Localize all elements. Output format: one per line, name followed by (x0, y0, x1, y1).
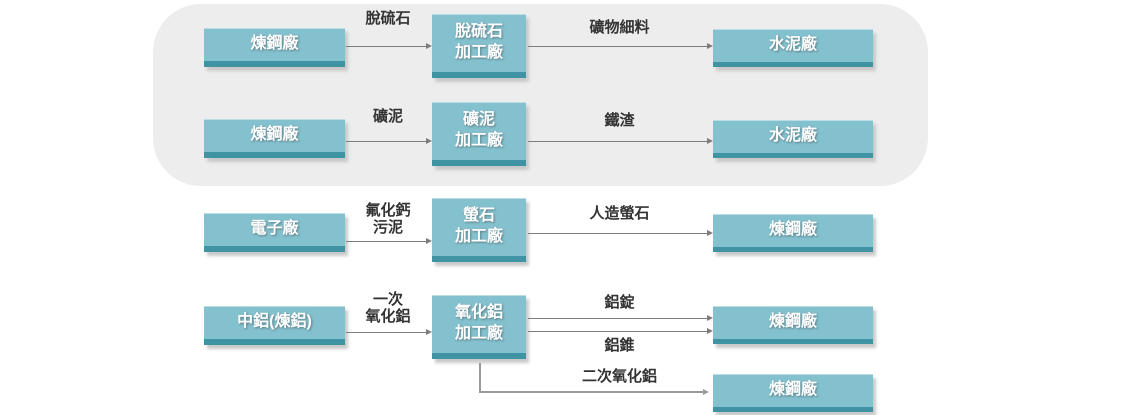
target-node-row4: 煉鋼廠 (713, 306, 873, 344)
product-bottom-label-row4: 鋁錐 (604, 337, 635, 354)
flow-arrow-row1-right (528, 43, 713, 49)
flow-arrow-row1-left (346, 43, 432, 49)
flow-arrow-row3-left (346, 238, 432, 244)
product-label-row1: 礦物細料 (589, 19, 650, 36)
target-node-row2: 水泥廠 (713, 120, 873, 158)
product-top-label-row4: 鋁錠 (604, 294, 635, 311)
source-node-row4: 中鋁(煉鋁) (204, 306, 345, 345)
product-label-row3: 人造螢石 (589, 205, 650, 222)
processor-node-row2: 礦泥 加工廠 (432, 102, 526, 166)
flow-arrow-row4-top (528, 315, 713, 321)
processor-node-row3: 螢石 加工廠 (432, 198, 526, 262)
source-label: 煉鋼廠 (250, 35, 299, 53)
material-label-row3: 氟化鈣 污泥 (365, 202, 411, 237)
source-node-row2: 煉鋼廠 (204, 119, 345, 158)
flow-arrow-row4-bottom (528, 328, 713, 334)
source-node-row1: 煉鋼廠 (204, 28, 345, 67)
elbow-connector-vertical (479, 363, 481, 392)
material-label-row2: 礦泥 (372, 108, 403, 125)
processor-node-row4: 氧化鋁 加工廠 (432, 295, 526, 359)
flow-arrow-row2-right (528, 138, 713, 144)
flow-arrow-row3-right (528, 230, 713, 236)
target-node-row3: 煉鋼廠 (713, 214, 873, 252)
target-node-row1: 水泥廠 (713, 29, 873, 67)
processor-node-row1: 脫硫石 加工廠 (432, 14, 526, 78)
material-label-row1: 脫硫石 (365, 10, 411, 27)
secondary-target-node: 煉鋼廠 (713, 374, 873, 412)
secondary-product-label: 二次氧化鋁 (581, 368, 657, 385)
source-node-row3: 電子廠 (204, 213, 345, 252)
elbow-connector-arrow (479, 388, 709, 395)
flow-arrow-row2-left (346, 138, 432, 144)
flow-arrow-row4-left (346, 329, 432, 335)
product-label-row2: 鐵渣 (604, 112, 635, 129)
material-label-row4: 一次 氧化鋁 (365, 291, 411, 326)
